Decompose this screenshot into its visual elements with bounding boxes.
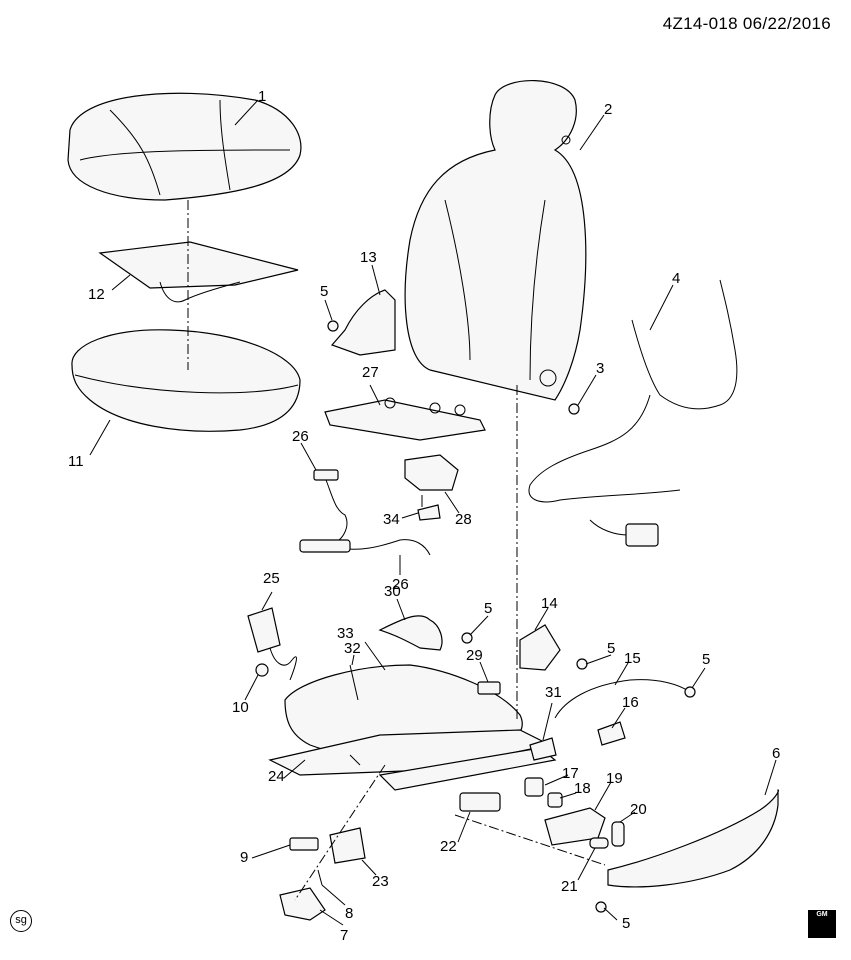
part-27-seat-frame — [324, 397, 486, 441]
callout-5-b: 5 — [484, 600, 492, 617]
callout-17: 17 — [562, 765, 579, 782]
callout-9: 9 — [240, 849, 248, 866]
callout-2: 2 — [604, 101, 612, 118]
part-12-heater-mat — [98, 241, 299, 303]
callout-5-d: 5 — [702, 651, 710, 668]
part-8-screw — [317, 869, 323, 886]
part-7-motor — [279, 887, 326, 921]
callout-24: 24 — [268, 768, 285, 785]
callout-18: 18 — [574, 780, 591, 797]
part-2-seatback — [404, 79, 587, 401]
part-13-trim-bracket — [327, 289, 396, 356]
part-21-button — [589, 837, 609, 849]
callout-34: 34 — [383, 511, 400, 528]
callout-31: 31 — [545, 684, 562, 701]
leader-lines — [89, 99, 777, 926]
callout-29: 29 — [466, 647, 483, 664]
part-20-button — [611, 821, 625, 847]
callout-15: 15 — [624, 650, 641, 667]
callout-3: 3 — [596, 360, 604, 377]
callout-28: 28 — [455, 511, 472, 528]
callout-12: 12 — [88, 286, 105, 303]
centerline-belt — [294, 764, 386, 901]
part-5-bolt-15 — [684, 686, 696, 698]
callout-5-e: 5 — [622, 915, 630, 932]
part-5-bolt-30 — [461, 632, 473, 644]
part-15-cable — [554, 679, 691, 719]
callout-19: 19 — [606, 770, 623, 787]
callout-21: 21 — [561, 878, 578, 895]
part-33-seat-adjuster — [268, 664, 557, 791]
part-5-bolt-14 — [576, 658, 588, 670]
part-18-knob — [547, 792, 563, 808]
part-26-sensor-harness — [299, 469, 431, 556]
part-6-side-shield — [607, 789, 780, 888]
callout-10: 10 — [232, 699, 249, 716]
part-16-cover — [597, 721, 626, 746]
part-22-switch — [459, 792, 501, 812]
part-9-cover — [289, 837, 319, 851]
part-24-rod — [349, 754, 361, 766]
part-29-clip — [477, 681, 501, 695]
part-25-belt-buckle — [247, 607, 297, 681]
part-1-cushion-cover — [67, 92, 302, 201]
part-17-switch — [524, 777, 544, 797]
callout-27: 27 — [362, 364, 379, 381]
callout-8: 8 — [345, 905, 353, 922]
callout-1: 1 — [258, 88, 266, 105]
callout-4: 4 — [672, 270, 680, 287]
callout-26-b: 26 — [392, 576, 409, 593]
part-5-bolt-6 — [595, 901, 607, 913]
part-31-lever — [529, 737, 557, 761]
callout-23: 23 — [372, 873, 389, 890]
callout-5-a: 5 — [320, 283, 328, 300]
gm-logo-text: GM — [816, 911, 828, 918]
callout-20: 20 — [630, 801, 647, 818]
part-32-screw — [349, 664, 359, 701]
part-14-bracket — [519, 624, 561, 671]
callout-14: 14 — [541, 595, 558, 612]
callout-26-a: 26 — [292, 428, 309, 445]
callout-33: 33 — [337, 625, 354, 642]
part-23-bracket — [329, 827, 366, 864]
callout-7: 7 — [340, 927, 348, 944]
callout-25: 25 — [263, 570, 280, 587]
callout-labels: 1 2 3 4 5 6 7 8 9 10 11 12 13 14 15 16 1… — [68, 88, 780, 944]
callout-16: 16 — [622, 694, 639, 711]
callout-22: 22 — [440, 838, 457, 855]
diagram-id-date: 4Z14-018 06/22/2016 — [662, 14, 831, 33]
part-11-cushion-pad — [71, 329, 301, 432]
centerline-switch — [454, 814, 606, 866]
callout-30: 30 — [384, 583, 401, 600]
callout-32: 32 — [344, 640, 361, 657]
sg-mark: sg — [10, 910, 32, 932]
part-4-wiring-harness — [528, 279, 738, 547]
part-3-bolt — [568, 403, 580, 415]
callout-11: 11 — [68, 453, 84, 470]
gm-logo: GM — [808, 910, 836, 938]
part-10-washer — [255, 663, 269, 677]
part-19-switch-bezel — [544, 807, 606, 846]
part-28-module — [404, 454, 459, 521]
callout-6: 6 — [772, 745, 780, 762]
callout-5-c: 5 — [607, 640, 615, 657]
part-30-cover — [378, 615, 443, 651]
callout-13: 13 — [360, 249, 377, 266]
